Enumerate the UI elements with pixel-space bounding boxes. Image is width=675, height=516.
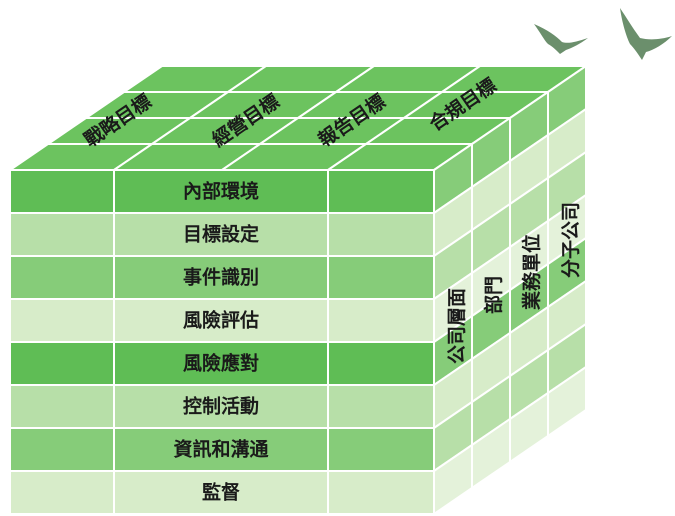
side-face-label: 分子公司 [560,202,582,278]
front-face-row-label: 資訊和溝通 [173,438,269,461]
front-face-cell [327,298,435,343]
bird-icon [534,24,588,54]
front-face-cell [9,255,115,300]
front-face-row-label: 目標設定 [183,223,259,246]
front-face-cell [327,470,435,515]
front-face-cell [9,212,115,257]
front-face-cell [327,255,435,300]
front-face-row-label: 內部環境 [183,180,259,203]
side-face-labels: 公司層面部門業務單位分子公司 [446,202,582,364]
front-face-cell [327,169,435,214]
side-face [433,64,587,516]
front-face-row-label: 事件識別 [183,266,259,289]
front-face-cell [9,384,115,429]
front-face-row-label: 監督 [202,481,240,504]
side-face-label: 部門 [482,276,505,314]
front-face-cell [9,427,115,472]
front-face-cell [327,384,435,429]
front-face-cell [9,470,115,515]
side-face-cell [547,365,587,438]
front-face-row-label: 風險評估 [183,309,259,332]
front-face-cell [327,427,435,472]
front-face-row-label: 控制活動 [183,395,259,418]
front-face-cell [9,298,115,343]
front-face-row-label: 風險應對 [183,352,259,375]
top-face [6,65,590,171]
front-face-cell [9,341,115,386]
side-face-label: 公司層面 [446,288,468,364]
bird-icon [620,8,672,60]
front-face-cell [327,341,435,386]
front-face [9,169,435,515]
side-face-label: 業務單位 [520,234,543,311]
front-face-cell [327,212,435,257]
front-face-cell [9,169,115,214]
